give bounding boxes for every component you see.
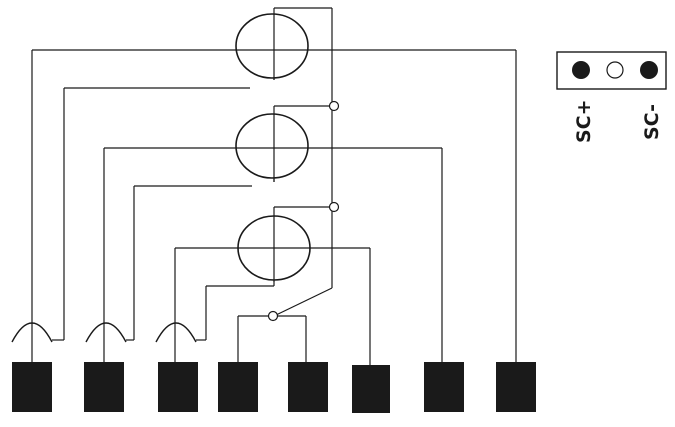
crossover-hops — [11, 322, 206, 343]
terminals — [12, 362, 536, 413]
terminal-7 — [424, 362, 464, 412]
terminal-4 — [218, 362, 258, 412]
terminal-3 — [158, 362, 198, 412]
junctions — [267, 100, 340, 322]
terminal-2 — [84, 362, 124, 412]
connector-pin-3 — [640, 61, 658, 79]
connector-pin-2 — [606, 61, 624, 79]
terminal-6 — [352, 365, 390, 413]
hop-1 — [11, 322, 53, 343]
terminal-8 — [496, 362, 536, 412]
ring-1 — [235, 13, 309, 80]
junction-switch — [267, 310, 279, 322]
label-sc-positive: SC+ — [573, 99, 595, 143]
label-sc-negative: SC- — [641, 104, 663, 140]
hop-3 — [155, 322, 197, 343]
terminal-1 — [12, 362, 52, 412]
terminal-5 — [288, 362, 328, 412]
junction-1 — [328, 100, 340, 112]
switch-output-wires — [237, 315, 307, 362]
junction-2 — [328, 201, 340, 213]
connector-block: SC+ SC- — [556, 51, 667, 143]
connector-pin-1 — [572, 61, 590, 79]
ring-2 — [235, 113, 309, 182]
ring-3 — [237, 215, 311, 282]
hop-2 — [85, 322, 127, 343]
